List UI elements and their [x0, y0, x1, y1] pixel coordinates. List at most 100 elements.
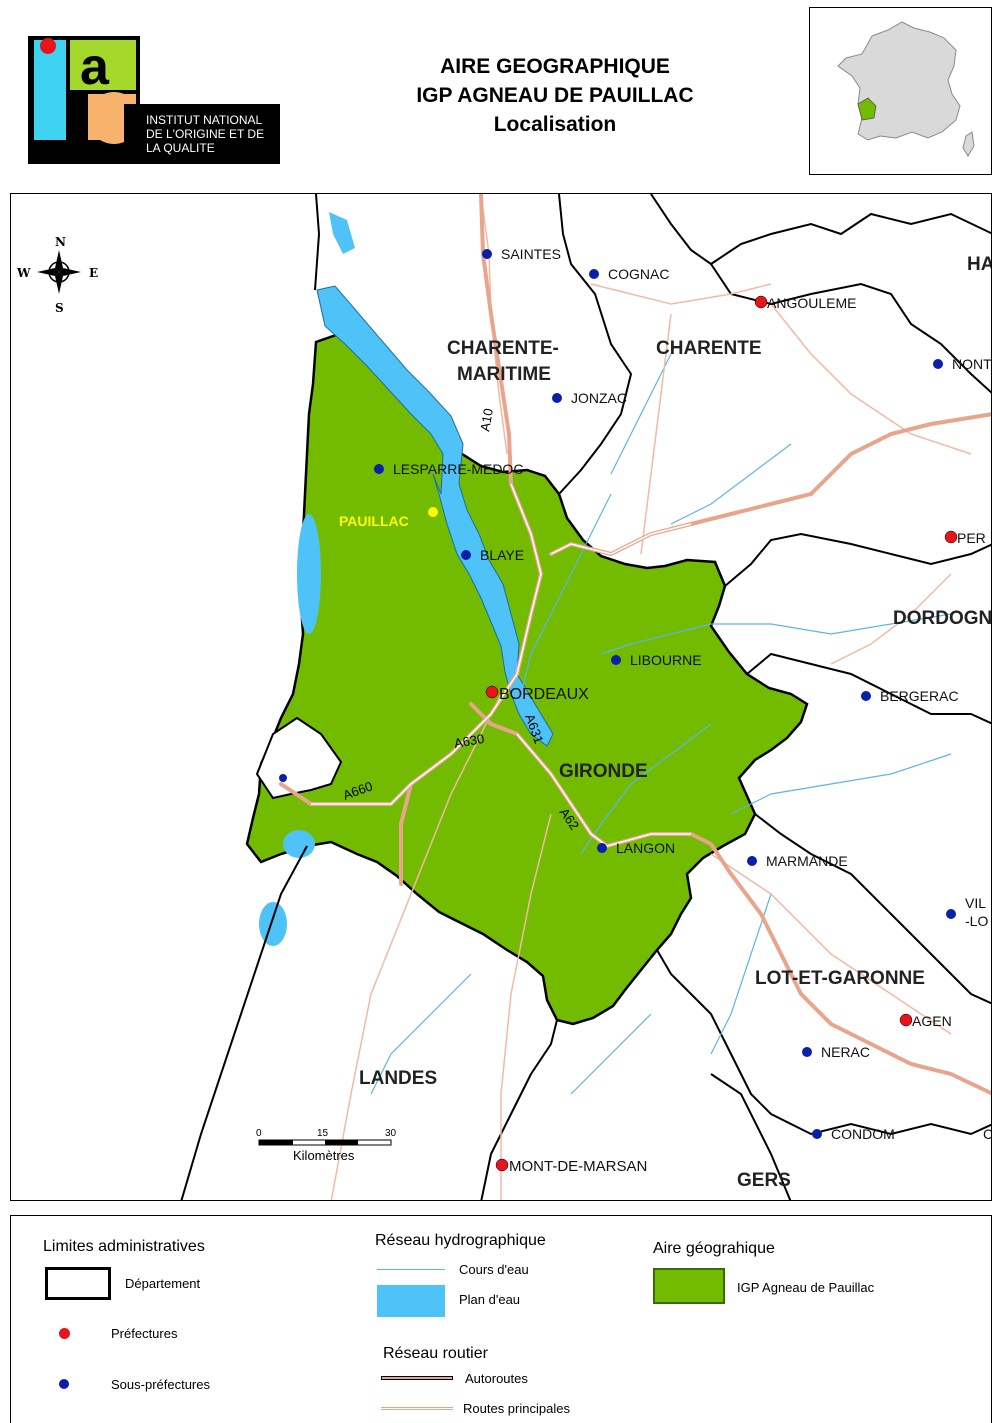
lake-cazaux [283, 830, 315, 858]
scale-tick-15: 15 [317, 1128, 329, 1139]
city-marker-vil [946, 909, 956, 919]
compass-n: N [55, 235, 66, 249]
legend-autoroute-label: Autoroutes [465, 1371, 528, 1386]
dept-charente-maritime-1: CHARENTE- [447, 338, 559, 359]
city-libourne: LIBOURNE [630, 652, 702, 668]
city-bordeaux: BORDEAUX [499, 686, 589, 703]
city-marker-condom [812, 1129, 822, 1139]
legend-route-heading: Réseau routier [383, 1345, 488, 1362]
road-a630: A630 [453, 731, 486, 751]
legend-aire-heading: Aire géograhique [653, 1240, 775, 1257]
city-condom: CONDOM [831, 1126, 895, 1142]
city-cognac: COGNAC [608, 266, 669, 282]
city-mont-de-marsan: MONT-DE-MARSAN [509, 1158, 647, 1175]
city-agen: AGEN [912, 1013, 952, 1029]
legend-admin-heading: Limites administratives [43, 1238, 205, 1255]
legend-cours-symbol [377, 1269, 445, 1270]
compass-s: S [55, 301, 64, 315]
city-lesparre-medoc: LESPARRE-MEDOC [393, 461, 523, 477]
dept-lot-et-garonne: LOT-ET-GARONNE [755, 968, 925, 989]
legend-aire-label: IGP Agneau de Pauillac [737, 1280, 875, 1295]
road-a10: A10 [477, 407, 496, 432]
legend: Limites administratives Département Préf… [10, 1215, 992, 1423]
city-marmande: MARMANDE [766, 853, 848, 869]
scale-tick-0: 0 [256, 1128, 262, 1139]
legend-prefecture-symbol [59, 1328, 70, 1339]
gironde-estuary [316, 285, 554, 747]
lake-north [329, 212, 355, 254]
rivers [370, 353, 952, 1095]
city-jonzac: JONZAC [571, 390, 627, 406]
igp-area [245, 332, 809, 1026]
legend-plan-symbol [377, 1285, 445, 1317]
city-marker-nont [933, 359, 943, 369]
legend-cours-label: Cours d'eau [459, 1262, 529, 1277]
legend-sous-prefecture-symbol [59, 1379, 69, 1389]
city-langon: LANGON [616, 840, 675, 856]
scale-bar: 0 15 30 Kilomètres [256, 1128, 397, 1163]
lake-parentis [259, 902, 287, 946]
city-marker-blaye [461, 550, 471, 560]
inao-logo: a INSTITUT NATIONAL DE L'ORIGINE ET DE L… [28, 36, 280, 164]
city-marker-cognac [589, 269, 599, 279]
legend-route-principale-label: Routes principales [463, 1401, 570, 1416]
title-line-1: AIRE GEOGRAPHIQUE [440, 55, 670, 78]
city-marker-marmande [747, 856, 757, 866]
city-marker-arcachon [279, 774, 287, 782]
city-marker-langon [597, 843, 607, 853]
svg-text:a: a [80, 38, 110, 96]
city-marker-angouleme [754, 295, 768, 309]
autoroute-centerlines [311, 483, 692, 847]
dept-charente: CHARENTE [656, 338, 762, 359]
city-nerac: NERAC [821, 1044, 870, 1060]
city-marker-nerac [802, 1047, 812, 1057]
city-nont: NONT [952, 356, 992, 372]
legend-hydro-heading: Réseau hydrographique [375, 1232, 546, 1249]
scale-tick-30: 30 [385, 1128, 397, 1139]
legend-sous-prefecture-label: Sous-préfectures [111, 1377, 210, 1392]
france-inset-map [809, 7, 992, 175]
lake-hourtin [297, 514, 321, 634]
city-marker-pauillac [428, 507, 438, 517]
scale-unit: Kilomètres [293, 1148, 355, 1163]
dept-ha: HA [967, 254, 992, 275]
dept-dordogne: DORDOGNE [893, 608, 992, 629]
legend-prefecture-label: Préfectures [111, 1326, 178, 1341]
dept-gironde: GIRONDE [559, 761, 648, 782]
city-vil-2: -LO [965, 913, 988, 929]
city-marker-lesparre [374, 464, 384, 474]
city-marker-jonzac [552, 393, 562, 403]
title-line-2: IGP AGNEAU DE PAUILLAC [416, 84, 694, 107]
legend-autoroute-symbol [381, 1376, 453, 1380]
logo-text-3: LA QUALITE [146, 141, 215, 155]
legend-department-label: Département [125, 1276, 201, 1291]
arcachon-bay [255, 716, 343, 800]
map-frame: N S W E CHARENTE- MARITIME CHARENTE DORD… [10, 193, 992, 1201]
city-bergerac: BERGERAC [880, 688, 959, 704]
department-borders [180, 194, 991, 1200]
city-saintes: SAINTES [501, 246, 561, 262]
city-pauillac: PAUILLAC [339, 513, 409, 529]
compass-rose: N S W E [16, 235, 98, 315]
city-marker-bergerac [861, 691, 871, 701]
city-vil: VIL [965, 895, 986, 911]
city-marker-libourne [611, 655, 621, 665]
city-blaye: BLAYE [480, 547, 524, 563]
city-angouleme: ANGOULEME [767, 295, 856, 311]
legend-plan-label: Plan d'eau [459, 1292, 521, 1307]
title-line-3: Localisation [493, 113, 617, 136]
dept-charente-maritime-2: MARITIME [457, 364, 551, 385]
dept-gers: GERS [737, 1170, 791, 1191]
dept-landes: LANDES [359, 1068, 437, 1089]
legend-aire-symbol [653, 1268, 725, 1304]
city-marker-bordeaux [485, 685, 499, 699]
main-roads [330, 194, 972, 1200]
city-marker-mont-de-marsan [495, 1158, 509, 1172]
city-per: PER [957, 530, 986, 546]
city-marker-saintes [482, 249, 492, 259]
compass-e: E [89, 266, 98, 280]
legend-route-principale-symbol [381, 1407, 453, 1410]
logo-text-2: DE L'ORIGINE ET DE [146, 127, 264, 141]
compass-w: W [16, 266, 31, 280]
city-c: C [983, 1126, 992, 1142]
